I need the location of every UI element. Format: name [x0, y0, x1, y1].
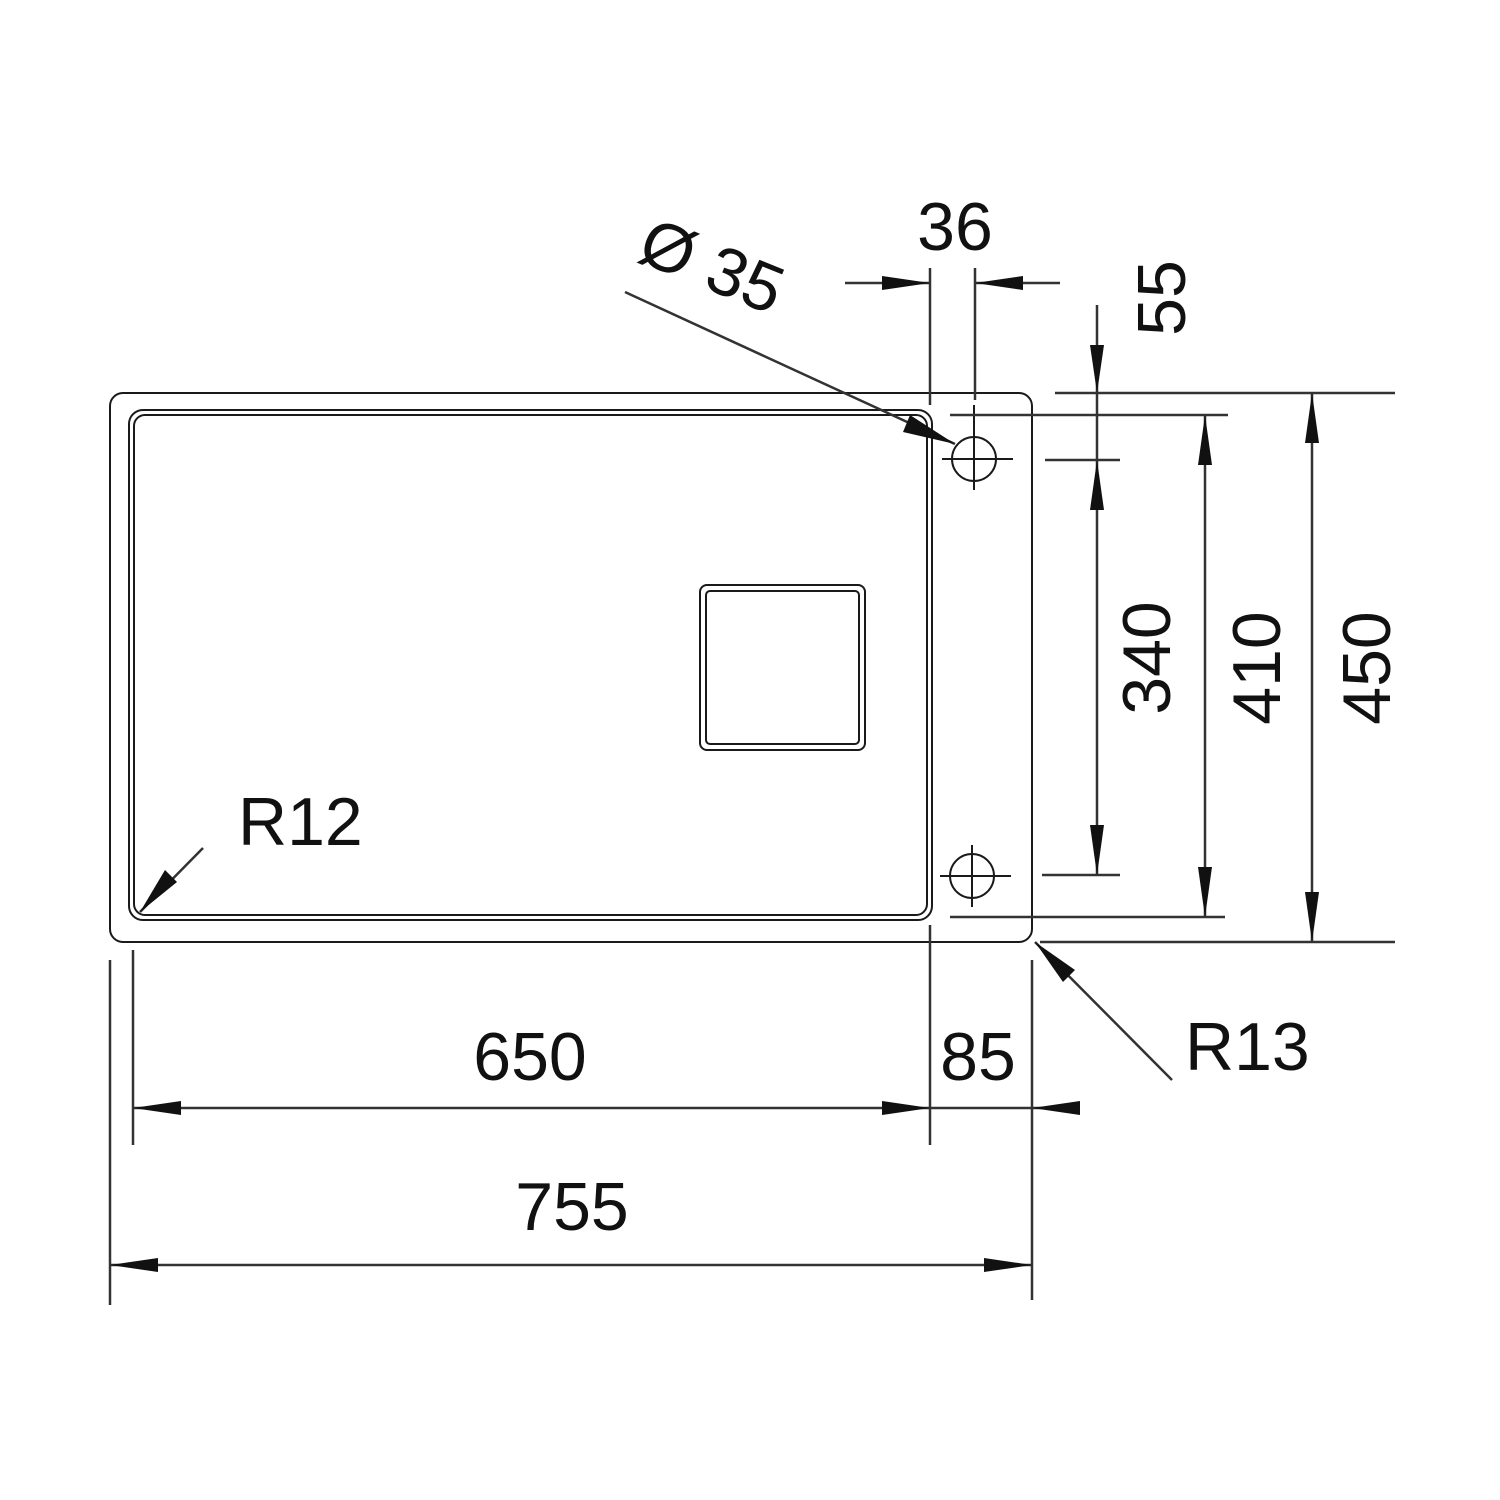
dim-650: 650: [133, 1019, 930, 1115]
dim-450: 450: [1305, 393, 1405, 942]
dim-label-755: 755: [515, 1169, 628, 1245]
dim-410: 410: [1198, 415, 1295, 917]
bowl-outline: [128, 409, 933, 921]
dim-36: 36: [845, 189, 1060, 290]
tap-hole-bottom: [940, 845, 1011, 907]
dim-r13: R13: [1034, 941, 1310, 1085]
dim-label-450: 450: [1329, 611, 1405, 724]
dim-diameter-35: Ø 35: [624, 203, 956, 446]
dim-755: 755: [110, 1169, 1032, 1272]
drain-outline: [699, 584, 866, 751]
dim-label-diameter: Ø 35: [629, 203, 794, 329]
dim-label-55: 55: [1124, 260, 1200, 336]
dim-55: 55: [1090, 260, 1200, 460]
drain-outline-inner: [705, 590, 860, 745]
dim-label-410: 410: [1219, 611, 1295, 724]
dim-r12: R12: [139, 784, 363, 913]
dim-label-36: 36: [917, 189, 993, 265]
bowl-outline-inner: [133, 414, 928, 916]
dim-label-r12: R12: [238, 784, 363, 860]
tap-hole-top: [942, 405, 1013, 490]
dim-label-650: 650: [473, 1019, 586, 1095]
dim-label-r13: R13: [1185, 1009, 1310, 1085]
dim-85: 85: [930, 1019, 1080, 1115]
dim-label-340: 340: [1109, 601, 1185, 714]
dim-label-85: 85: [940, 1019, 1016, 1095]
sink-outer-outline: [109, 392, 1033, 943]
dim-340: 340: [1090, 460, 1185, 875]
extension-lines: [108, 268, 1395, 1305]
